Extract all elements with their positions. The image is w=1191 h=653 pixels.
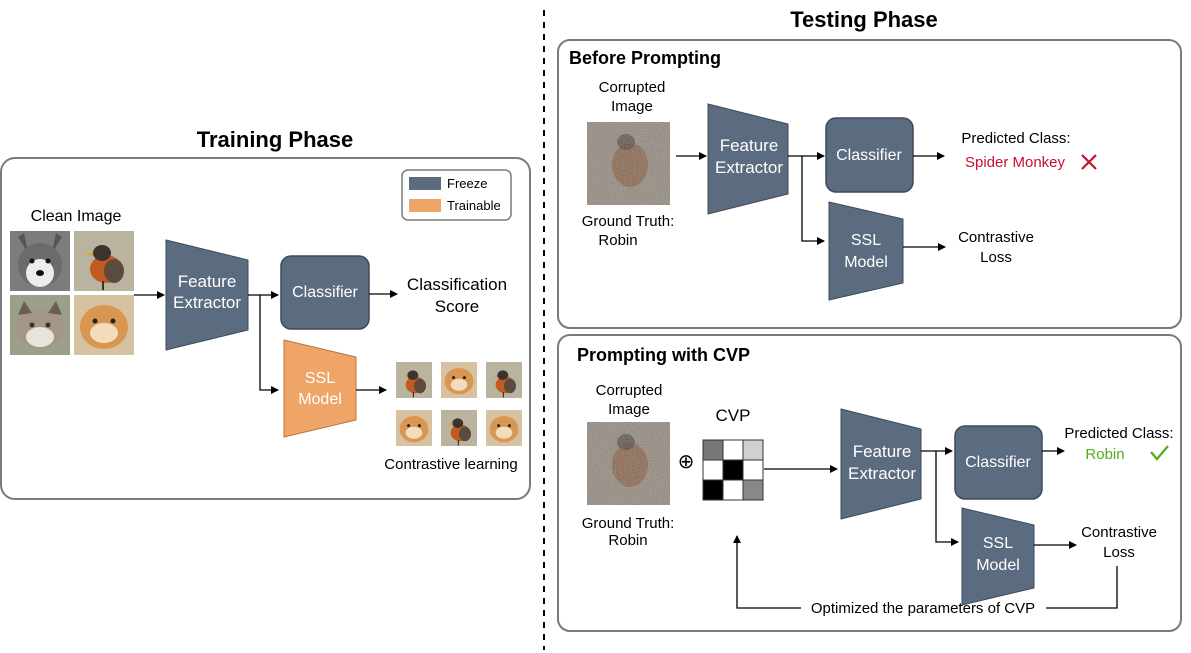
plus-symbol: ⊕: [678, 451, 695, 473]
cvp-panel: [557, 334, 1182, 632]
before-ground-truth-2: Robin: [598, 232, 637, 249]
before-fe-label-1: Feature: [720, 136, 779, 155]
before-ground-truth-1: Ground Truth:: [582, 213, 675, 230]
before-contrastive-loss-1: Contrastive: [958, 229, 1034, 246]
before-ssl-label-1: SSL: [851, 232, 881, 249]
cvp-corrupted-image: [587, 422, 670, 505]
before-feature-extractor: [707, 103, 789, 215]
feedback-loop-arrow: [737, 536, 1118, 609]
before-classifier: [825, 117, 914, 193]
cvp-ssl-label-1: SSL: [983, 535, 1013, 552]
before-corrupted-label-1: Corrupted: [599, 79, 666, 96]
cvp-contrastive-loss-1: Contrastive: [1081, 524, 1157, 541]
before-arrow-fe-to-ssl: [801, 156, 825, 245]
cvp-ssl-label-2: Model: [976, 557, 1020, 574]
clean-image-dog: [10, 231, 70, 291]
cvp-fe-label-2: Extractor: [848, 464, 916, 483]
legend-trainable-label: Trainable: [447, 198, 501, 213]
augmented-image-1: [396, 362, 432, 398]
cvp-predicted-class-label: Predicted Class:: [1064, 425, 1173, 442]
augmented-image-2: [441, 362, 477, 398]
legend-freeze-swatch: [409, 177, 441, 190]
augmented-image-3: [486, 362, 522, 398]
before-predicted-class-value: Spider Monkey: [965, 154, 1066, 171]
training-ssl-label-1: SSL: [305, 370, 335, 387]
before-prompting-title: Before Prompting: [569, 48, 721, 68]
before-predicted-class-label: Predicted Class:: [961, 130, 1070, 147]
cvp-corrupted-label-1: Corrupted: [596, 382, 663, 399]
cvp-ground-truth-1: Ground Truth:: [582, 515, 675, 532]
cvp-fe-label-1: Feature: [853, 442, 912, 461]
feedback-label: Optimized the parameters of CVP: [811, 600, 1035, 617]
training-feature-extractor: [165, 239, 249, 351]
contrastive-learning-label: Contrastive learning: [384, 456, 517, 473]
check-icon: [1150, 445, 1169, 461]
cvp-contrastive-loss-2: Loss: [1103, 544, 1135, 561]
augmented-image-5: [441, 410, 477, 446]
before-contrastive-loss-2: Loss: [980, 249, 1012, 266]
testing-title: Testing Phase: [790, 7, 938, 32]
cross-icon: [1081, 154, 1097, 170]
before-fe-label-2: Extractor: [715, 158, 783, 177]
clean-image-robin: [74, 231, 134, 291]
cvp-predicted-class-value: Robin: [1085, 446, 1124, 463]
cvp-panel-title: Prompting with CVP: [577, 345, 750, 365]
cvp-classifier: [954, 425, 1043, 500]
clean-image-hamster: [74, 295, 134, 355]
arrow-fe-to-ssl: [259, 295, 279, 394]
training-fe-label-2: Extractor: [173, 293, 241, 312]
clean-image-label: Clean Image: [31, 208, 122, 225]
classification-score-2: Score: [435, 297, 479, 316]
augmented-image-6: [486, 410, 522, 446]
cvp-feature-extractor: [840, 408, 922, 520]
before-corrupted-label-2: Image: [611, 98, 653, 115]
clean-image-cat: [10, 295, 70, 355]
before-ssl-label-2: Model: [844, 254, 888, 271]
augmented-image-4: [396, 410, 432, 446]
training-ssl-model: [283, 339, 357, 438]
legend-freeze-label: Freeze: [447, 176, 487, 191]
cvp-classifier-label: Classifier: [965, 454, 1031, 471]
cvp-arrow-fe-to-ssl: [935, 451, 959, 546]
cvp-ssl-model: [961, 507, 1035, 606]
training-ssl-label-2: Model: [298, 391, 342, 408]
legend: Freeze Trainable: [401, 169, 512, 221]
before-corrupted-image: [587, 122, 670, 205]
training-title: Training Phase: [197, 127, 354, 152]
cvp-ground-truth-2: Robin: [608, 532, 647, 549]
before-prompting-panel: [557, 39, 1182, 329]
before-classifier-label: Classifier: [836, 147, 902, 164]
cvp-prompt-grid: [702, 439, 764, 501]
training-fe-label-1: Feature: [178, 272, 237, 291]
cvp-label: CVP: [716, 406, 751, 425]
training-panel: [0, 157, 531, 500]
legend-trainable-swatch: [409, 199, 441, 212]
before-ssl-model: [828, 201, 904, 301]
training-classifier-label: Classifier: [292, 284, 358, 301]
classification-score-1: Classification: [407, 275, 507, 294]
cvp-corrupted-label-2: Image: [608, 401, 650, 418]
training-classifier: [280, 255, 370, 330]
